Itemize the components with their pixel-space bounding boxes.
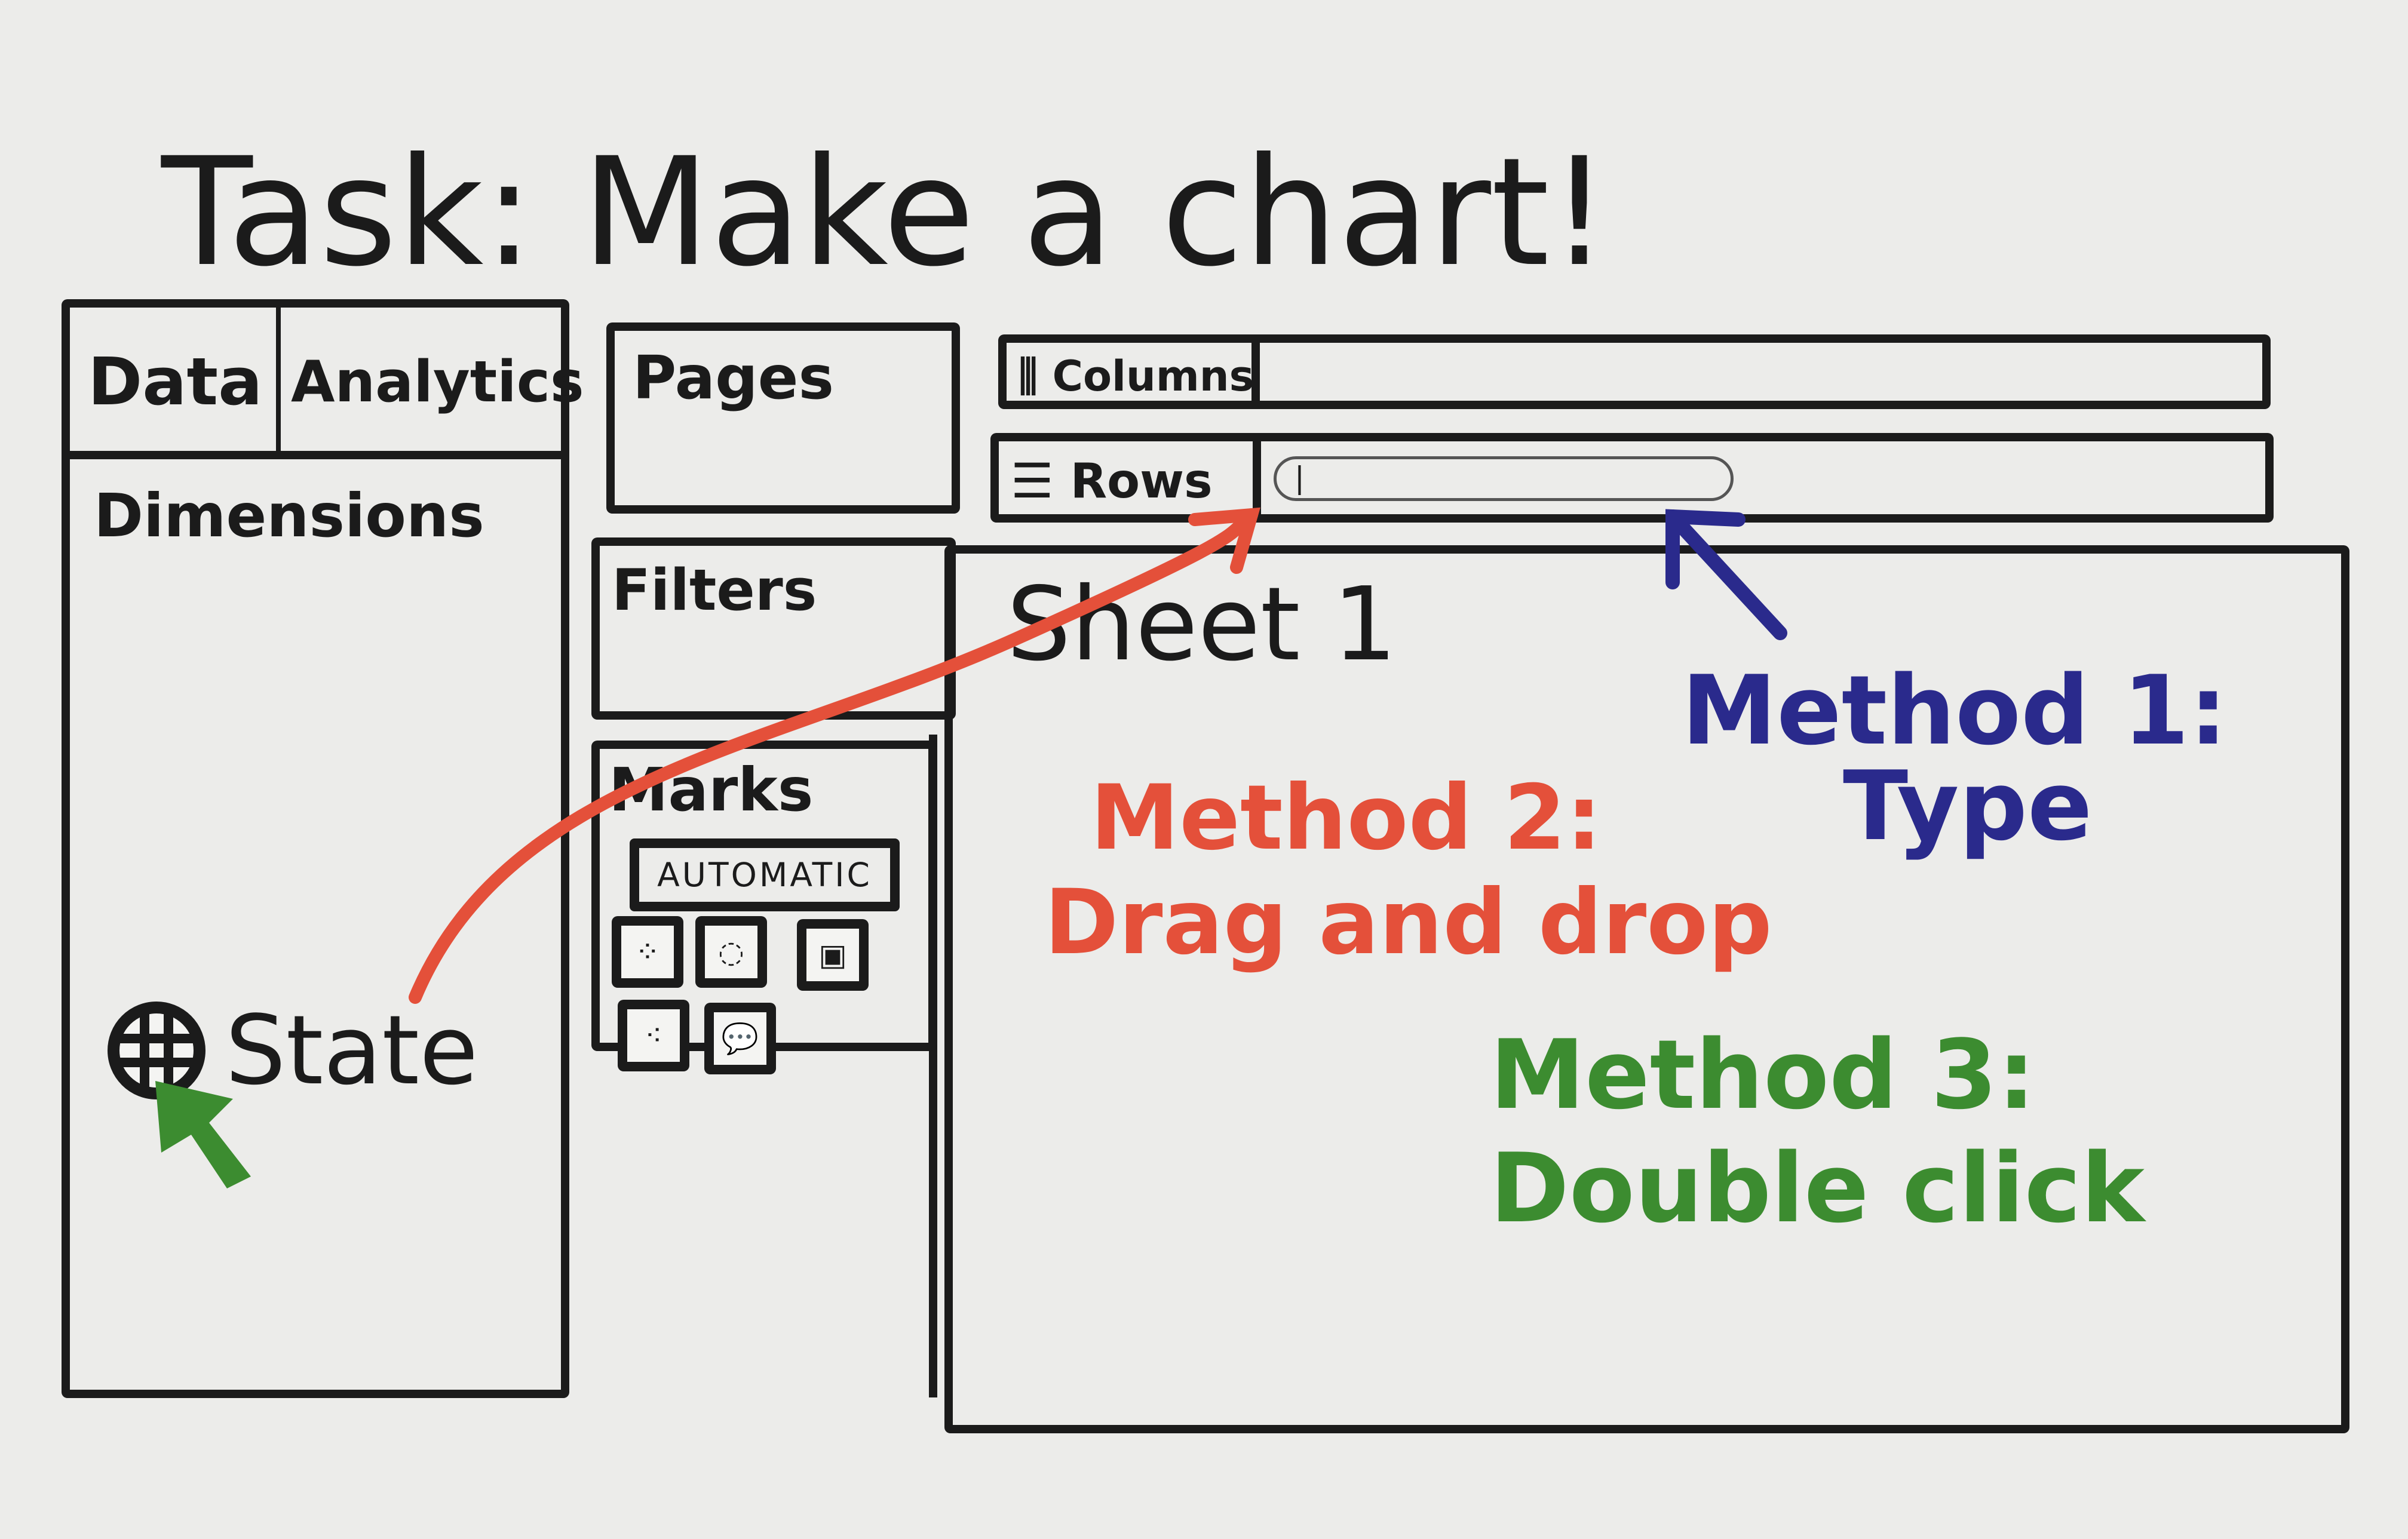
method2-line2: Drag and drop [1044,871,1772,975]
type-arrow-icon [1665,509,1787,640]
color-button[interactable]: ⁘ [612,916,683,988]
size-icon: ◌ [718,935,744,969]
data-pane-header-divider [70,451,561,459]
sheet-view[interactable]: Sheet 1 [944,545,2349,1433]
tab-data[interactable]: Data [88,343,263,420]
mark-type-value: AUTOMATIC [657,856,872,894]
size-button[interactable]: ◌ [695,916,767,988]
data-pane: Data Analytics Dimensions State [62,299,584,1398]
drag-arrow-icon [409,507,1260,1004]
columns-shelf-divider [1251,343,1260,401]
rows-shelf[interactable]: ☰ Rows | [990,433,2274,523]
pages-card[interactable]: Pages [606,322,960,514]
method3-line2: Double click [1490,1132,2145,1244]
rows-shelf-divider [1253,441,1261,514]
rows-input-cursor: | [1295,460,1305,495]
detail-icon: ⁖ [645,1018,662,1053]
detail-button[interactable]: ⁖ [618,1000,689,1071]
method3-line1: Method 3: [1490,1019,2036,1131]
columns-text: Columns [1052,352,1254,401]
rows-label: ☰ Rows [1011,453,1213,509]
columns-label: ⫼ Columns [1019,352,1254,401]
rows-input[interactable]: | [1274,456,1734,501]
page-title: Task: Make a chart! [161,125,1610,299]
color-icon: ⁘ [635,935,660,969]
field-state-label: State [225,994,478,1106]
pages-label: Pages [633,343,835,413]
field-state[interactable]: State [106,994,478,1106]
method2-line1: Method 2: [1090,766,1602,870]
double-click-cursor-icon [155,1081,251,1188]
mark-type-dropdown[interactable]: AUTOMATIC [630,838,900,911]
rows-text: Rows [1070,453,1213,509]
tooltip-icon: 💬 [721,1021,759,1056]
tooltip-button[interactable]: 💬 [704,1003,776,1074]
dimensions-label: Dimensions [94,481,484,551]
columns-icon: ⫼ [1019,352,1038,401]
tab-analytics[interactable]: Analytics [291,349,584,415]
method1-line1: Method 1: [1682,655,2228,766]
sheet-title: Sheet 1 [1007,566,1397,684]
marks-card: Marks AUTOMATIC ⁘ ◌ ▣ ⁖ 💬 [591,741,937,1074]
rows-icon: ☰ [1011,453,1054,509]
label-icon: ▣ [818,938,847,972]
columns-shelf[interactable]: ⫼ Columns [998,334,2271,409]
filters-label: Filters [612,558,817,623]
globe-icon [108,1001,205,1099]
label-button[interactable]: ▣ [797,919,869,991]
method1-line2: Type [1843,750,2093,862]
tab-divider [276,308,281,451]
